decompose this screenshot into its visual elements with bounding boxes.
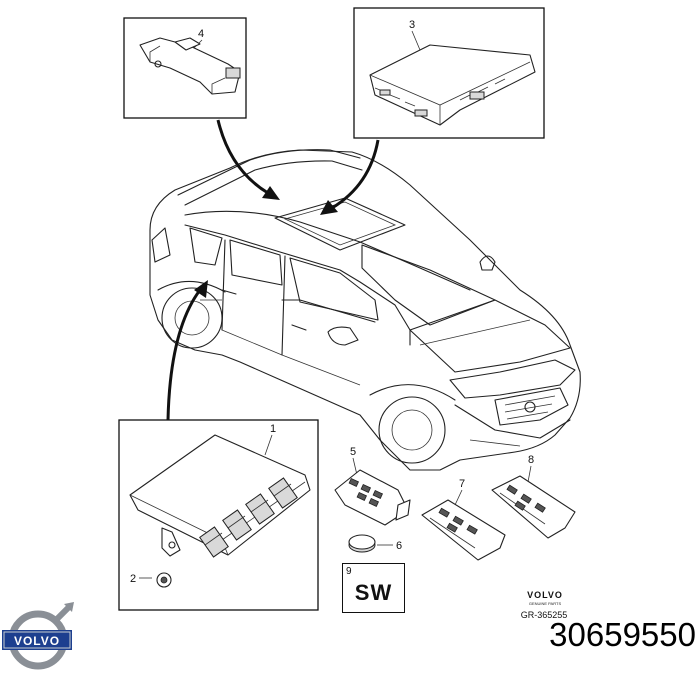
part-8-remote-key: 8 (491, 454, 576, 539)
callout-8: 8 (528, 454, 534, 466)
part-4-callout-box: 4 (123, 17, 247, 119)
part-1-2-callout-box: 1 2 (118, 419, 319, 611)
part-number: 30659550 (549, 616, 696, 653)
part-7-remote-key: 7 (421, 478, 506, 561)
part-6-battery: 6 (348, 534, 402, 553)
part-3-callout-box: 3 (353, 7, 545, 139)
brand-name: VOLVO (527, 590, 563, 600)
volvo-logo: VOLVO (2, 602, 74, 670)
leader-arrows (166, 119, 380, 421)
callout-1: 1 (270, 423, 276, 435)
volvo-logo-text: VOLVO (14, 634, 60, 648)
callout-9: 9 (346, 566, 352, 577)
callout-6: 6 (396, 540, 402, 552)
software-label: SW (354, 580, 393, 605)
part-5-remote-key: 5 (334, 446, 411, 526)
callout-5: 5 (350, 446, 356, 458)
callout-2: 2 (130, 573, 136, 585)
module-connectors (199, 477, 298, 558)
callout-7: 7 (459, 478, 465, 490)
callout-3: 3 (409, 19, 415, 31)
brand-subtitle: GENUINE PARTS (528, 601, 562, 606)
callout-4: 4 (198, 28, 204, 40)
diagram-code: GR-365255 (520, 610, 568, 620)
software-box: 9 SW (342, 563, 405, 613)
